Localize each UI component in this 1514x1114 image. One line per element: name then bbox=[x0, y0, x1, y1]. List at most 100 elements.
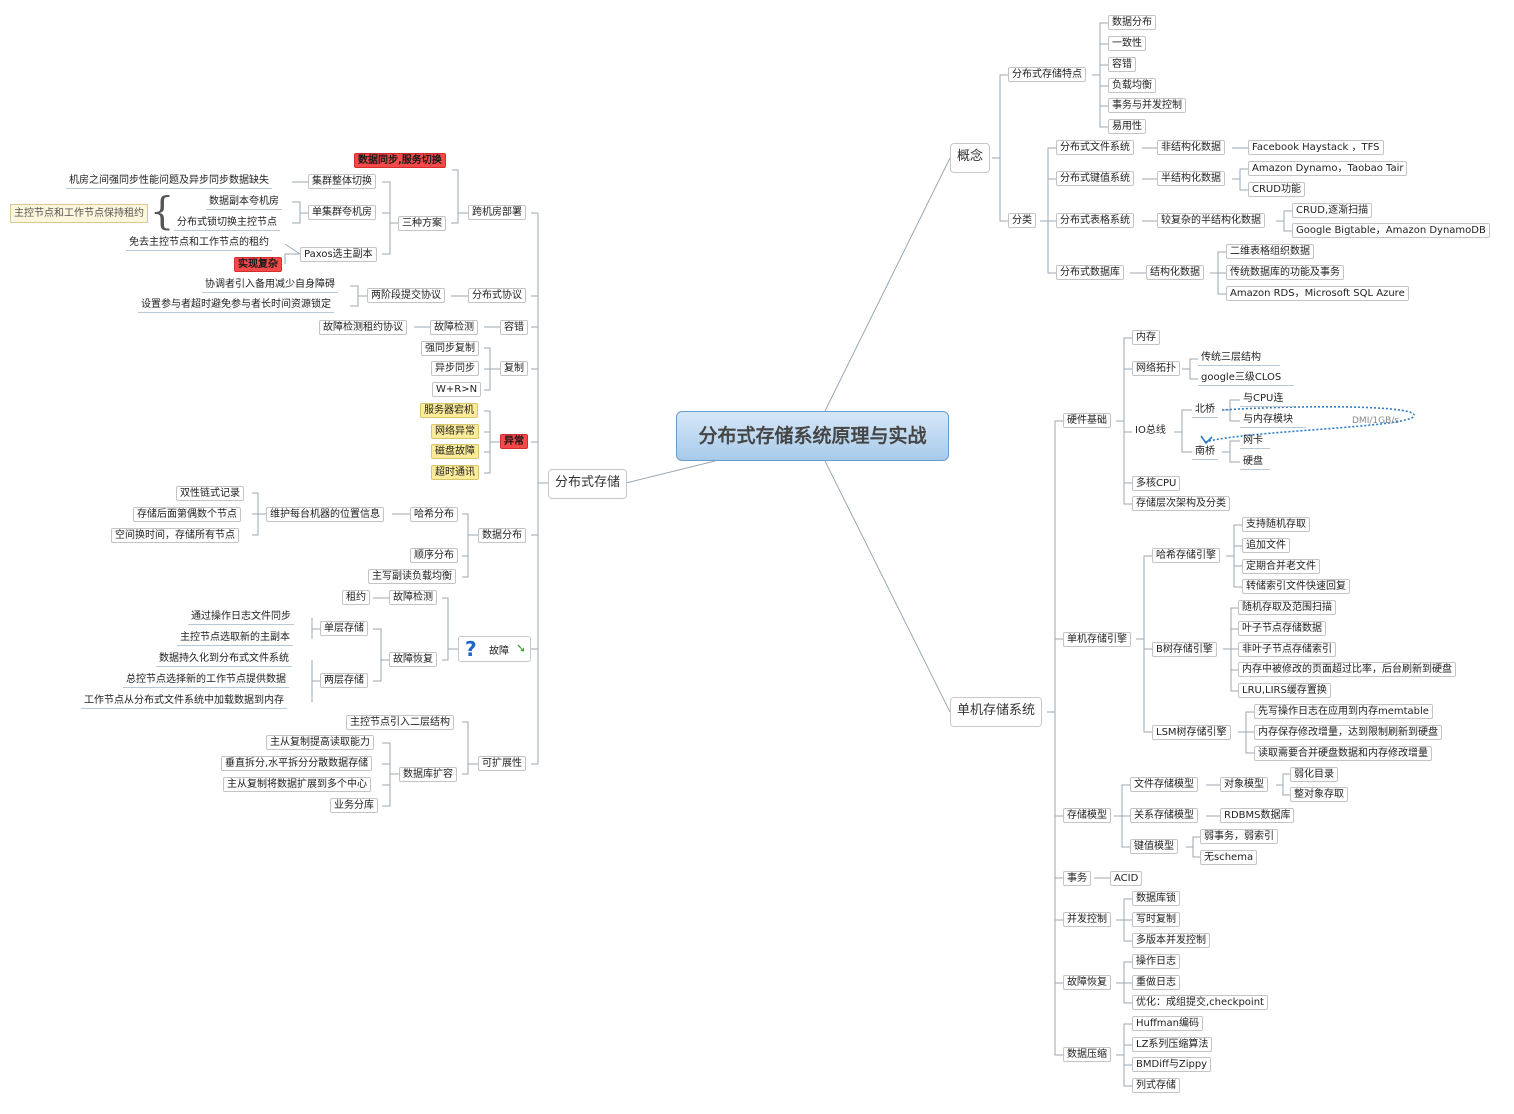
ddb-data[interactable]: 结构化数据 bbox=[1146, 265, 1204, 280]
memory[interactable]: 内存 bbox=[1132, 330, 1160, 345]
object-model[interactable]: 对象模型 bbox=[1220, 777, 1268, 792]
scalability[interactable]: 可扩展性 bbox=[478, 756, 526, 771]
two-layer-storage[interactable]: 两层存储 bbox=[320, 673, 368, 688]
root-topic[interactable]: 分布式存储系统原理与实战 bbox=[676, 411, 949, 461]
storage-model[interactable]: 存储模型 bbox=[1063, 808, 1111, 823]
btree-leaf-data[interactable]: 叶子节点存储数据 bbox=[1238, 621, 1326, 636]
file-model[interactable]: 文件存储模型 bbox=[1130, 777, 1198, 792]
fault-lease-protocol[interactable]: 故障检测租约协议 bbox=[319, 320, 407, 335]
dkv-example[interactable]: Amazon Dynamo，Taobao Tair bbox=[1248, 161, 1408, 176]
weak-tx-index[interactable]: 弱事务，弱索引 bbox=[1200, 829, 1278, 844]
two-layer-master[interactable]: 主控节点引入二层结构 bbox=[346, 715, 454, 730]
huffman[interactable]: Huffman编码 bbox=[1132, 1016, 1203, 1031]
operation-log[interactable]: 操作日志 bbox=[1132, 954, 1180, 969]
three-solutions[interactable]: 三种方案 bbox=[398, 216, 446, 231]
hash-dump-index[interactable]: 转储索引文件快速回复 bbox=[1242, 579, 1350, 594]
async-replication[interactable]: 异步同步 bbox=[431, 361, 479, 376]
lz-series[interactable]: LZ系列压缩算法 bbox=[1132, 1037, 1213, 1052]
vertical-horizontal-split[interactable]: 垂直拆分,水平拆分分散数据存储 bbox=[221, 756, 373, 771]
multi-center-replication[interactable]: 主从复制将数据扩展到多个中心 bbox=[223, 777, 371, 792]
anomaly-server-down[interactable]: 服务器宕机 bbox=[420, 403, 478, 418]
mvcc[interactable]: 多版本并发控制 bbox=[1132, 933, 1210, 948]
paxos-replica[interactable]: Paxos选主副本 bbox=[300, 247, 377, 262]
master-slave-read[interactable]: 主从复制提高读取能力 bbox=[266, 735, 374, 750]
dfs-data[interactable]: 非结构化数据 bbox=[1157, 140, 1225, 155]
weak-directory[interactable]: 弱化目录 bbox=[1290, 767, 1338, 782]
multicore-cpu[interactable]: 多核CPU bbox=[1132, 476, 1181, 491]
db-expansion[interactable]: 数据库扩容 bbox=[399, 767, 457, 782]
fault-tolerance[interactable]: 容错 bbox=[500, 320, 528, 335]
hash-engine[interactable]: 哈希存储引擎 bbox=[1152, 548, 1220, 563]
hash-random-access[interactable]: 支持随机存取 bbox=[1242, 517, 1310, 532]
fault-recovery[interactable]: 故障恢复 bbox=[389, 652, 437, 667]
concept-topic[interactable]: 概念 bbox=[950, 143, 991, 173]
bmdiff-zippy[interactable]: BMDiff与Zippy bbox=[1132, 1057, 1212, 1072]
lsm-engine[interactable]: LSM树存储引擎 bbox=[1152, 725, 1231, 740]
columnar-storage[interactable]: 列式存储 bbox=[1132, 1078, 1180, 1093]
ddb[interactable]: 分布式数据库 bbox=[1056, 265, 1124, 280]
data-distribution[interactable]: 数据分布 bbox=[478, 528, 526, 543]
ddb-traditional[interactable]: 传统数据库的功能及事务 bbox=[1226, 265, 1344, 280]
dtable-scan[interactable]: CRUD,逐渐扫描 bbox=[1292, 203, 1373, 218]
store-all-nodes[interactable]: 空间换时间，存储所有节点 bbox=[111, 528, 239, 543]
cross-dc-deploy[interactable]: 跨机房部署 bbox=[468, 205, 526, 220]
btree-cache[interactable]: LRU,LIRS缓存置换 bbox=[1238, 683, 1331, 698]
single-cluster[interactable]: 单集群夸机房 bbox=[308, 205, 376, 220]
category[interactable]: 分类 bbox=[1008, 213, 1036, 228]
dkv-crud[interactable]: CRUD功能 bbox=[1248, 182, 1305, 197]
hash-merge[interactable]: 定期合并老文件 bbox=[1242, 559, 1320, 574]
whole-object[interactable]: 整对象存取 bbox=[1290, 787, 1348, 802]
distributed-storage-topic[interactable]: 分布式存储 bbox=[548, 469, 628, 499]
dfs[interactable]: 分布式文件系统 bbox=[1056, 140, 1134, 155]
storage-engine[interactable]: 单机存储引擎 bbox=[1063, 632, 1131, 647]
anomaly-timeout[interactable]: 超时通讯 bbox=[431, 465, 479, 480]
schemaless[interactable]: 无schema bbox=[1200, 850, 1258, 865]
sequential-distribution[interactable]: 顺序分布 bbox=[410, 548, 458, 563]
single-storage-topic[interactable]: 单机存储系统 bbox=[950, 697, 1043, 727]
feature-load-balance[interactable]: 负载均衡 bbox=[1108, 78, 1156, 93]
btree-engine[interactable]: B树存储引擎 bbox=[1152, 642, 1217, 657]
dkv[interactable]: 分布式键值系统 bbox=[1056, 171, 1134, 186]
copy-on-write[interactable]: 写时复制 bbox=[1132, 912, 1180, 927]
sync-replication[interactable]: 强同步复制 bbox=[421, 341, 479, 356]
fault-detection[interactable]: 故障检测 bbox=[389, 590, 437, 605]
single-layer-storage[interactable]: 单层存储 bbox=[320, 621, 368, 636]
ddb-2d-table[interactable]: 二维表格组织数据 bbox=[1226, 244, 1314, 259]
btree-nonleaf-index[interactable]: 非叶子节点存储索引 bbox=[1238, 642, 1336, 657]
fault-topic[interactable]: ? 故障 ➘ bbox=[458, 636, 531, 662]
hardware-basis[interactable]: 硬件基础 bbox=[1063, 413, 1111, 428]
ddb-example[interactable]: Amazon RDS，Microsoft SQL Azure bbox=[1226, 286, 1409, 301]
cluster-switch[interactable]: 集群整体切换 bbox=[308, 174, 376, 189]
hash-append[interactable]: 追加文件 bbox=[1242, 538, 1290, 553]
feature-tx-concurrency[interactable]: 事务与并发控制 bbox=[1108, 98, 1186, 113]
store-even-nodes[interactable]: 存储后面第偶数个节点 bbox=[133, 507, 241, 522]
relational-model[interactable]: 关系存储模型 bbox=[1130, 808, 1198, 823]
redo-log[interactable]: 重做日志 bbox=[1132, 975, 1180, 990]
storage-hierarchy[interactable]: 存储层次架构及分类 bbox=[1132, 496, 1230, 511]
failure-recovery[interactable]: 故障恢复 bbox=[1063, 975, 1111, 990]
anomaly[interactable]: 异常 bbox=[500, 434, 528, 449]
dtable-example[interactable]: Google Bigtable，Amazon DynamoDB bbox=[1292, 223, 1490, 238]
features[interactable]: 分布式存储特点 bbox=[1008, 67, 1086, 82]
feature-fault-tolerance[interactable]: 容错 bbox=[1108, 57, 1136, 72]
acid[interactable]: ACID bbox=[1110, 871, 1143, 886]
group-commit[interactable]: 优化：成组提交,checkpoint bbox=[1132, 995, 1268, 1010]
lease[interactable]: 租约 bbox=[342, 590, 370, 605]
data-compression[interactable]: 数据压缩 bbox=[1063, 1047, 1111, 1062]
anomaly-network[interactable]: 网络异常 bbox=[431, 424, 479, 439]
feature-consistency[interactable]: 一致性 bbox=[1108, 36, 1146, 51]
concurrency-control[interactable]: 并发控制 bbox=[1063, 912, 1111, 927]
lsm-write-log[interactable]: 先写操作日志在应用到内存memtable bbox=[1254, 704, 1433, 719]
dkv-data[interactable]: 半结构化数据 bbox=[1157, 171, 1225, 186]
hash-distribution[interactable]: 哈希分布 bbox=[410, 507, 458, 522]
kv-model[interactable]: 键值模型 bbox=[1130, 839, 1178, 854]
anomaly-disk[interactable]: 磁盘故障 bbox=[431, 444, 479, 459]
wrn-rule[interactable]: W+R>N bbox=[432, 382, 482, 397]
transaction[interactable]: 事务 bbox=[1063, 871, 1091, 886]
linked-record[interactable]: 双性链式记录 bbox=[176, 486, 244, 501]
business-sharding[interactable]: 业务分库 bbox=[330, 798, 378, 813]
dtable-data[interactable]: 较复杂的半结构化数据 bbox=[1157, 213, 1265, 228]
maintain-location[interactable]: 维护每台机器的位置信息 bbox=[266, 507, 384, 522]
network-topology[interactable]: 网络拓扑 bbox=[1132, 361, 1180, 376]
dist-protocol[interactable]: 分布式协议 bbox=[468, 288, 526, 303]
